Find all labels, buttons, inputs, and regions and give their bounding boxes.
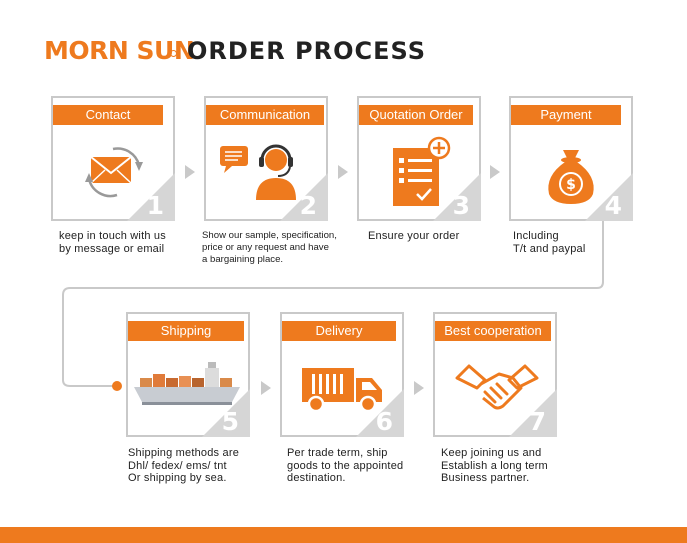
svg-text:$: $ [566, 177, 576, 193]
step-card-shipping: Shipping 5 [126, 312, 250, 437]
step-desc-payment: Including T/t and paypal [513, 230, 586, 255]
step-number-badge [356, 389, 404, 437]
step-card-best-cooperation: Best cooperation 7 [433, 312, 557, 437]
step-desc-shipping: Shipping methods are Dhl/ fedex/ ems/ tn… [128, 447, 239, 485]
desc-line: goods to the appointed [287, 459, 404, 472]
desc-line: Including [513, 230, 559, 242]
registered-mark-icon [170, 50, 177, 57]
step-number-badge [433, 173, 481, 221]
order-form-icon [393, 136, 451, 206]
desc-line: T/t and paypal [513, 242, 586, 255]
desc-line: Shipping methods are [128, 447, 240, 459]
desc-line: Per trade term, ship [287, 447, 388, 459]
headset-agent-icon [220, 144, 296, 200]
step-number-badge [202, 389, 250, 437]
step-desc-communication: Show our sample, specification, price or… [202, 230, 337, 266]
delivery-truck-icon [302, 368, 382, 413]
step-desc-delivery: Per trade term, ship goods to the appoin… [287, 447, 403, 485]
step-number: 7 [528, 407, 546, 436]
flow-arrow [261, 381, 271, 395]
step-desc-best-cooperation: Keep joining us and Establish a long ter… [441, 447, 548, 485]
desc-line: a bargaining place. [202, 254, 284, 265]
step-number: 1 [146, 191, 164, 220]
flow-arrow [414, 381, 424, 395]
step-number-badge [280, 173, 328, 221]
money-bag-icon: $ [548, 150, 594, 204]
desc-line: price or any request and have [202, 242, 329, 253]
desc-line: Dhl/ fedex/ ems/ tnt [128, 459, 227, 472]
step-number-badge [585, 173, 633, 221]
step-desc-quotation-order: Ensure your order [368, 230, 459, 243]
step-number: 4 [604, 191, 622, 220]
footer-bar [0, 527, 687, 543]
step-label-best-cooperation: Best cooperation [435, 321, 551, 341]
cargo-ship-icon [134, 362, 240, 405]
desc-line: Show our sample, specification, [202, 230, 337, 241]
step-label-shipping: Shipping [128, 321, 244, 341]
step-desc-contact: keep in touch with us by message or emai… [59, 230, 166, 255]
desc-line: Keep joining us and [441, 447, 542, 459]
flow-arrow [490, 165, 500, 179]
step-number-badge [127, 173, 175, 221]
step-label-delivery: Delivery [282, 321, 396, 341]
step-card-payment: Payment $ 4 [509, 96, 633, 221]
step-label-payment: Payment [511, 105, 621, 125]
step-label-contact: Contact [53, 105, 163, 125]
step-label-quotation-order: Quotation Order [359, 105, 473, 125]
step-number: 2 [299, 191, 317, 220]
desc-line: keep in touch with us [59, 230, 166, 242]
flow-arrow [338, 165, 348, 179]
step-number: 6 [375, 407, 393, 436]
step-number: 3 [452, 191, 470, 220]
step-number: 5 [221, 407, 239, 436]
mail-cycle-icon [85, 147, 143, 198]
step-label-communication: Communication [206, 105, 324, 125]
desc-line: Ensure your order [368, 230, 460, 242]
step-card-delivery: Delivery 6 [280, 312, 404, 437]
desc-line: Or shipping by sea. [128, 472, 227, 484]
step-card-communication: Communication 2 [204, 96, 328, 221]
page-title: ORDER PROCESS [187, 37, 427, 65]
desc-line: destination. [287, 472, 346, 484]
flow-arrow [185, 165, 195, 179]
desc-line: Business partner. [441, 472, 530, 484]
step-number-badge [509, 389, 557, 437]
handshake-icon [455, 364, 539, 410]
step-card-quotation-order: Quotation Order 3 [357, 96, 481, 221]
brand-logo: MORN SUN [44, 36, 195, 65]
step-card-contact: Contact 1 [51, 96, 175, 221]
desc-line: Establish a long term [441, 459, 548, 472]
desc-line: by message or email [59, 242, 165, 255]
